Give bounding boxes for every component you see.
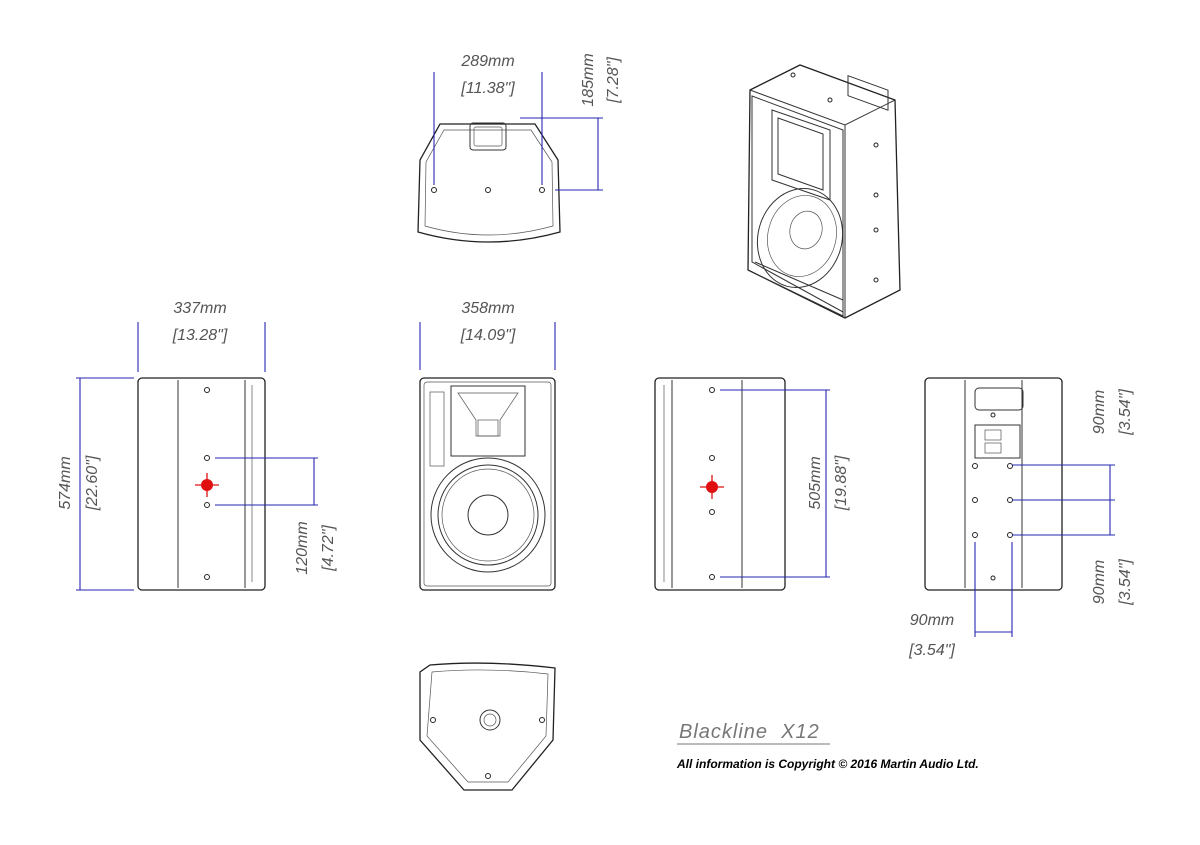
dimension-height: 574mm [22.60"] bbox=[57, 377, 134, 591]
dimension-label-in: [19.88"] bbox=[833, 455, 850, 511]
dimension-label-mm: 337mm bbox=[173, 300, 226, 317]
dimension-label-in: [3.54"] bbox=[1117, 389, 1134, 436]
dimension-side-depth: 337mm [13.28"] bbox=[137, 300, 266, 372]
front-view bbox=[419, 377, 556, 591]
dimension-label-in: [13.28"] bbox=[172, 327, 228, 344]
dimension-label-mm: 90mm bbox=[910, 612, 954, 629]
mount-point-icon bbox=[700, 475, 724, 499]
dimension-label-in: [4.72"] bbox=[320, 525, 337, 572]
dimension-label-mm: 120mm bbox=[294, 521, 311, 574]
dimension-label-mm: 90mm bbox=[1091, 560, 1108, 604]
dimension-side-mount-height: 505mm [19.88"] bbox=[720, 389, 850, 578]
dimension-label-mm: 90mm bbox=[1091, 390, 1108, 434]
dimension-label-mm: 358mm bbox=[461, 300, 514, 317]
dimension-label-in: [7.28"] bbox=[605, 57, 622, 104]
dimension-rear-vertical: 90mm [3.54"] 90mm [3.54"] bbox=[1012, 389, 1134, 606]
dimension-label-mm: 185mm bbox=[580, 53, 597, 106]
right-side-view bbox=[654, 377, 786, 591]
drawing-title: Blackline X12 bbox=[679, 721, 820, 743]
top-view bbox=[417, 122, 561, 243]
mount-point-icon bbox=[195, 473, 219, 497]
dimension-label-in: [11.38"] bbox=[460, 80, 515, 97]
dimension-front-width: 358mm [14.09"] bbox=[419, 300, 556, 370]
dimension-label-in: [3.54"] bbox=[1117, 559, 1134, 606]
rear-view bbox=[924, 377, 1063, 591]
dimension-rear-horizontal: 90mm [3.54"] bbox=[908, 542, 1013, 659]
isometric-view bbox=[747, 64, 901, 319]
dimension-top-depth: 185mm [7.28"] bbox=[520, 53, 622, 191]
dimension-label-mm: 505mm bbox=[807, 456, 824, 509]
dimension-top-width: 289mm [11.38"] bbox=[433, 53, 543, 185]
bottom-view bbox=[419, 662, 556, 791]
dimension-label-mm: 574mm bbox=[57, 456, 74, 509]
dimension-label-in: [3.54"] bbox=[908, 642, 955, 659]
copyright-notice: All information is Copyright © 2016 Mart… bbox=[676, 757, 979, 771]
dimension-side-mount-spacing: 120mm [4.72"] bbox=[215, 457, 337, 575]
dimension-label-in: [22.60"] bbox=[84, 455, 101, 511]
left-side-view bbox=[137, 377, 266, 591]
dimension-label-in: [14.09"] bbox=[460, 327, 516, 344]
dimension-label-mm: 289mm bbox=[460, 53, 514, 70]
